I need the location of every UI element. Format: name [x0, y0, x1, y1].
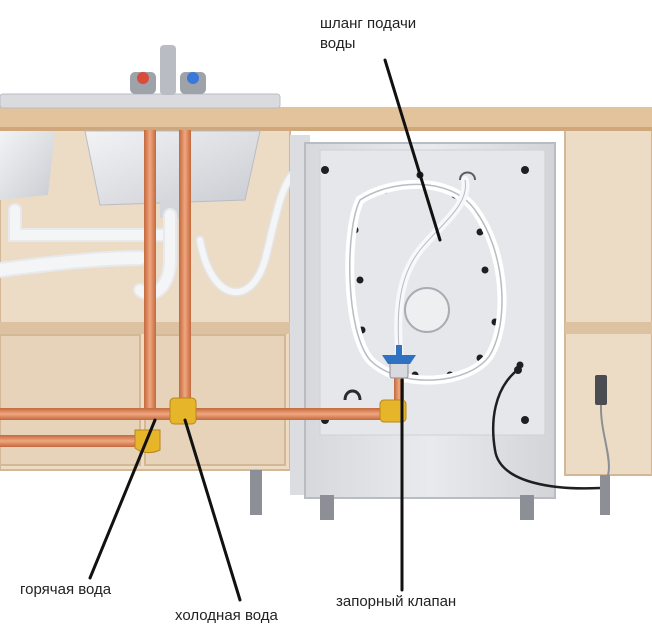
countertop [0, 107, 652, 131]
hot-tap-icon [137, 72, 149, 84]
label-shutoff-valve: запорный клапан [336, 592, 456, 612]
faucet [130, 45, 206, 95]
washing-machine [290, 135, 600, 520]
label-cold-water: холодная вода [175, 606, 278, 626]
label-hot-water: горячая вода [20, 580, 111, 600]
label-supply-hose-line2: воды [320, 34, 460, 54]
washer-drum-hub [405, 288, 449, 332]
cabinet-right-shelf [565, 322, 652, 334]
cold-tee [170, 398, 196, 424]
cabinet-middle-door-lower [145, 335, 285, 465]
hot-riser [144, 130, 156, 410]
hot-supply-line [0, 435, 150, 447]
cold-supply-line [0, 408, 400, 420]
cabinet-right [565, 125, 652, 475]
cabinet-leg [600, 475, 610, 515]
cold-riser [179, 130, 191, 410]
cold-tap-icon [187, 72, 199, 84]
washer-foot [520, 495, 534, 520]
cabinet-leg [250, 470, 262, 515]
label-supply-hose-line1: шланг подачи [320, 14, 460, 34]
washer-foot [320, 495, 334, 520]
label-supply-hose: шланг подачи воды [320, 14, 460, 54]
